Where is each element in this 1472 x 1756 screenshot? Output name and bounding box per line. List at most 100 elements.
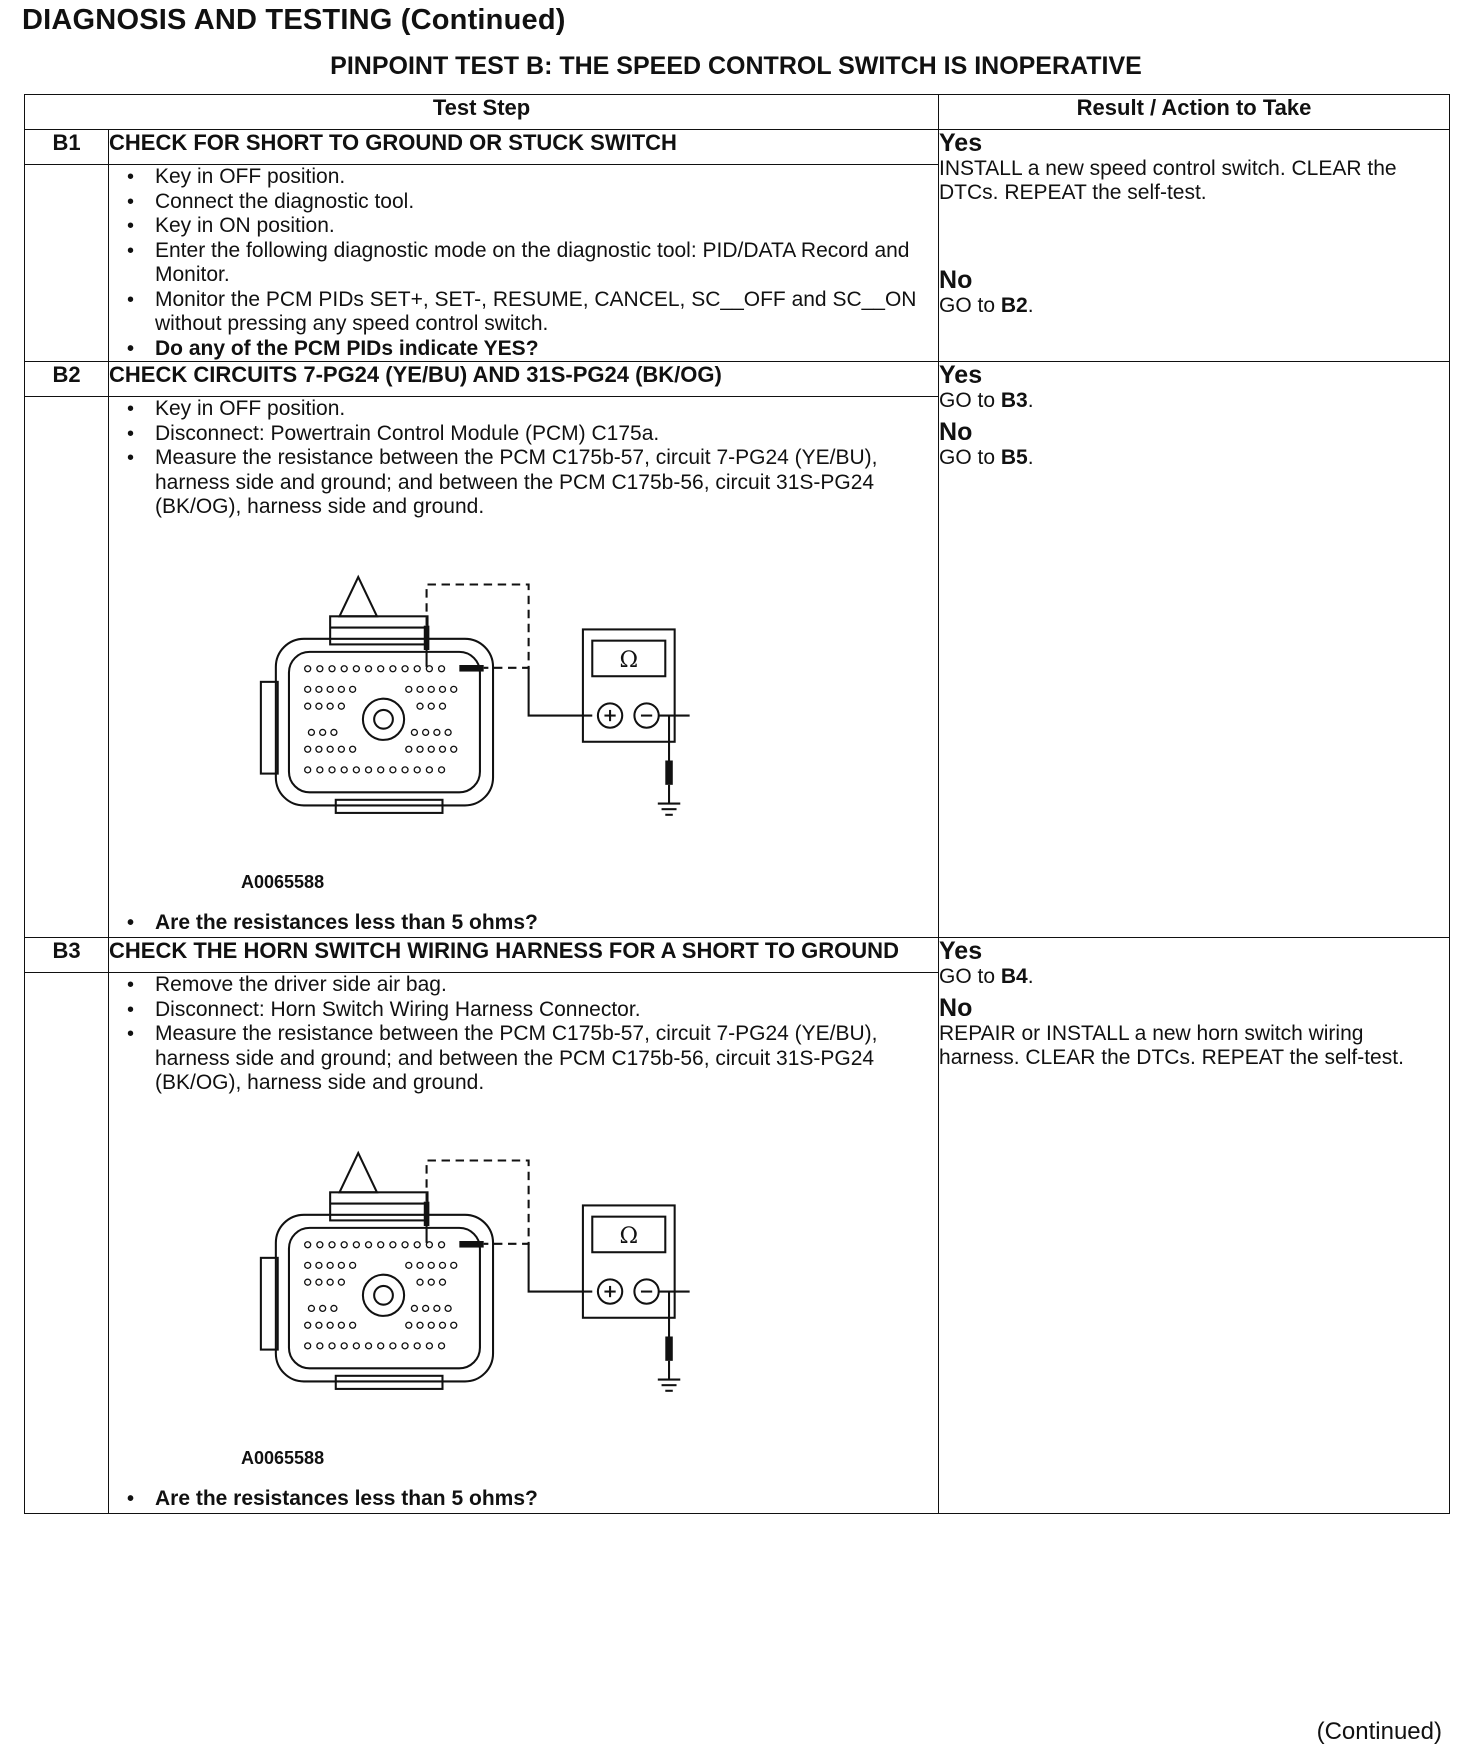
connector-diagram-svg: Ω <box>259 1150 690 1392</box>
pin-cavity <box>389 765 397 774</box>
connector-body <box>274 1213 495 1382</box>
step-title: CHECK THE HORN SWITCH WIRING HARNESS FOR… <box>107 937 940 973</box>
pin-cavity <box>315 685 323 693</box>
pin-cavity <box>340 1240 348 1248</box>
pin-cavity <box>437 664 446 672</box>
result-yes-label: Yes <box>939 361 983 389</box>
pin-cavity <box>337 745 346 753</box>
pin-cavity <box>304 1278 312 1286</box>
test-probe <box>459 664 484 672</box>
pin-cavity <box>405 745 413 753</box>
pin-cavity <box>377 765 385 774</box>
dashed-lead <box>425 582 530 669</box>
pin-cavity <box>427 1261 435 1269</box>
pin-cavity <box>427 1278 435 1286</box>
pin-cavity <box>340 765 348 774</box>
result-yes-text: GO to B4. <box>939 965 1034 988</box>
pin-cavity <box>307 1304 316 1312</box>
pin-cavity <box>364 1341 373 1350</box>
pin-cavity <box>377 1240 385 1248</box>
pin-cavity <box>319 1304 327 1312</box>
pin-cavity <box>416 1321 424 1329</box>
pin-cavity <box>427 1321 435 1329</box>
step-b1-body: Key in OFF position. Connect the diagnos… <box>107 164 940 362</box>
pin-cavity <box>450 1261 458 1269</box>
step-reference: B3 <box>1000 389 1028 412</box>
pin-cavity <box>425 765 434 774</box>
pin-cavity <box>330 728 338 736</box>
result-yes-text: INSTALL a new speed control switch. CLEA… <box>939 157 1397 204</box>
pin-cavity <box>316 765 324 774</box>
pin-cavity <box>352 1240 361 1248</box>
step-b1-title-row: B1 CHECK FOR SHORT TO GROUND OR STUCK SW… <box>24 129 1451 362</box>
connector-face <box>287 1226 481 1369</box>
pin-cavity <box>433 728 441 736</box>
step-b2-title-row: B2 CHECK CIRCUITS 7-PG24 (YE/BU) AND 31S… <box>24 361 1451 938</box>
pin-cavity <box>352 765 361 774</box>
pin-cavity <box>405 1261 413 1269</box>
pin-cavity <box>319 728 327 736</box>
step-b3-result: Yes GO to B4. No REPAIR or INSTALL a new… <box>938 937 1451 1514</box>
pin-cavity <box>401 1341 409 1350</box>
pin-cavity <box>348 1321 357 1329</box>
pin-cavity <box>401 664 409 672</box>
column-header-test-step: Test Step <box>23 94 940 130</box>
result-no-label: No <box>939 994 973 1022</box>
ground-probe <box>665 759 673 785</box>
pin-cavity <box>348 745 357 753</box>
pin-cavity <box>427 745 435 753</box>
pin-cavity <box>316 664 324 672</box>
step-b1-result: Yes INSTALL a new speed control switch. … <box>938 129 1451 362</box>
pin-cavity <box>326 702 334 710</box>
positive-terminal <box>596 1277 624 1305</box>
pin-cavity <box>315 1278 323 1286</box>
step-id: B3 <box>24 937 109 973</box>
pin-cavity <box>352 1341 361 1350</box>
pin-cavity <box>328 1240 336 1248</box>
pin-cavity <box>328 1341 336 1350</box>
pin-cavity <box>364 664 373 672</box>
connector-diagram-svg: Ω <box>259 574 690 816</box>
step-bullet: Disconnect: Powertrain Control Module (P… <box>123 422 938 447</box>
connector-ohmmeter-diagram: Ω <box>259 564 699 854</box>
connector-latch <box>337 1150 379 1193</box>
ohm-symbol: Ω <box>619 646 638 672</box>
ohm-symbol: Ω <box>619 1222 638 1248</box>
step-bullet: Enter the following diagnostic mode on t… <box>123 239 938 288</box>
pin-cavity <box>326 685 334 693</box>
step-reference: B5 <box>1000 446 1028 469</box>
pin-cavity <box>438 745 447 753</box>
pin-cavity <box>427 702 435 710</box>
pin-cavity <box>416 1261 424 1269</box>
pin-cavity <box>348 685 357 693</box>
ohmmeter-display <box>591 639 667 677</box>
pin-cavity <box>413 765 421 774</box>
pin-cavity <box>337 1278 346 1286</box>
pin-cavity <box>444 1304 452 1312</box>
result-no-label: No <box>939 266 973 294</box>
pin-cavity <box>450 685 458 693</box>
pin-cavity <box>410 728 419 736</box>
connector-face <box>287 650 481 793</box>
figure-id: A0065588 <box>241 1447 325 1468</box>
pin-cavity <box>326 1278 334 1286</box>
pin-cavity <box>416 702 424 710</box>
pin-cavity <box>437 1240 446 1248</box>
connector-latch <box>337 574 379 617</box>
pin-cavity <box>425 1341 434 1350</box>
pin-cavity <box>304 685 312 693</box>
pin-cavity <box>416 685 424 693</box>
step-reference: B2 <box>1000 294 1028 317</box>
step-title: CHECK FOR SHORT TO GROUND OR STUCK SWITC… <box>107 129 940 165</box>
step-b3-title-row: B3 CHECK THE HORN SWITCH WIRING HARNESS … <box>24 937 1451 1514</box>
connector-side-ear <box>259 1256 279 1351</box>
pin-cavity <box>437 1341 446 1350</box>
connector-center-bolt <box>361 1273 406 1317</box>
step-question: Do any of the PCM PIDs indicate YES? <box>123 337 938 362</box>
ohmmeter <box>581 627 676 743</box>
pin-cavity <box>425 1240 434 1248</box>
pin-cavity <box>405 685 413 693</box>
pin-cavity <box>413 1341 421 1350</box>
step-id: B2 <box>24 361 109 397</box>
step-question: Are the resistances less than 5 ohms? <box>123 911 938 936</box>
